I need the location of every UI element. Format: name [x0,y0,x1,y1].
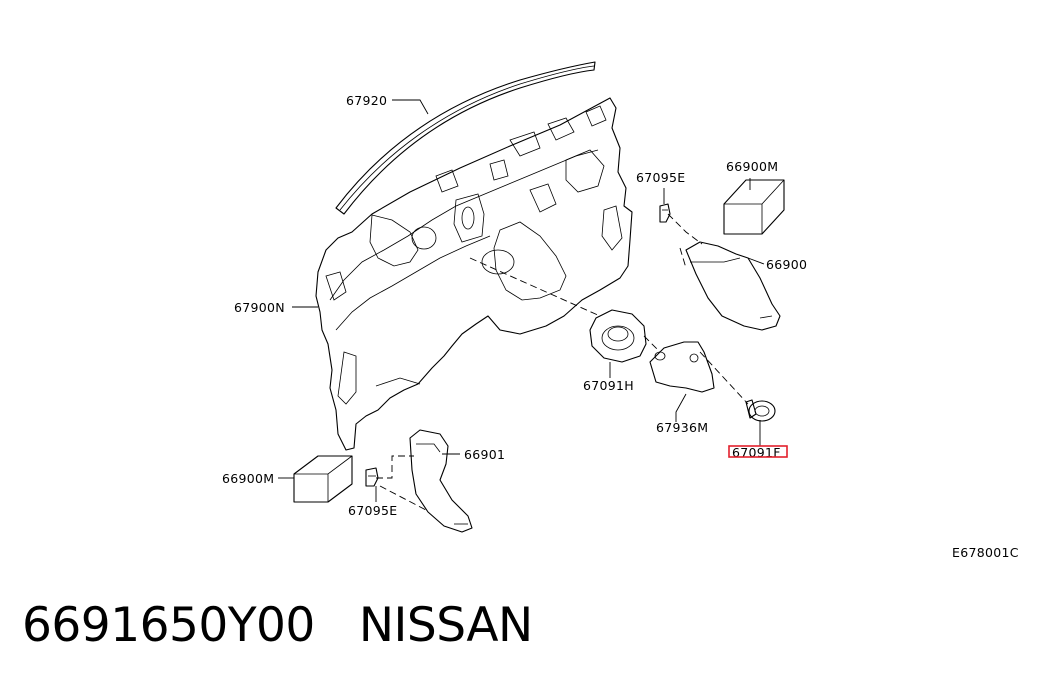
callout-67095E-bottom: 67095E [348,503,397,518]
callout-67900N: 67900N [234,300,285,315]
windshield-molding-67920 [335,61,596,215]
grommet-67091F [745,399,776,422]
callout-66901: 66901 [464,447,505,462]
grommet-67091H [589,309,647,363]
bracket-67936M [649,341,715,393]
callout-66900M-bottom: 66900M [222,471,274,486]
callout-67095E-top: 67095E [636,170,685,185]
assembly-lines [376,213,749,511]
dash-insulator-67900N [315,97,633,451]
parts-diagram: 67920 67900N 67095E 66900M 66900 67091H … [222,61,1019,560]
part-number: 6691650Y00 [22,598,315,653]
part-caption: 6691650Y00 NISSAN [22,598,533,662]
side-insulator-66900 [685,241,781,331]
highlight-box-67091F [728,445,788,458]
clip-67095E-top [659,203,671,223]
insulator-block-66900M-bottom [293,455,353,503]
leader-lines [278,99,765,502]
figure-code: E678001C [952,545,1019,560]
clip-67095E-bottom [365,467,379,487]
callout-67091H: 67091H [583,378,634,393]
callout-66900: 66900 [766,257,807,272]
callout-66900M-top: 66900M [726,159,778,174]
brand-name: NISSAN [358,598,533,653]
callout-67920: 67920 [346,93,387,108]
side-insulator-66901 [409,429,473,533]
insulator-block-66900M-top [723,179,785,235]
callout-67936M: 67936M [656,420,708,435]
